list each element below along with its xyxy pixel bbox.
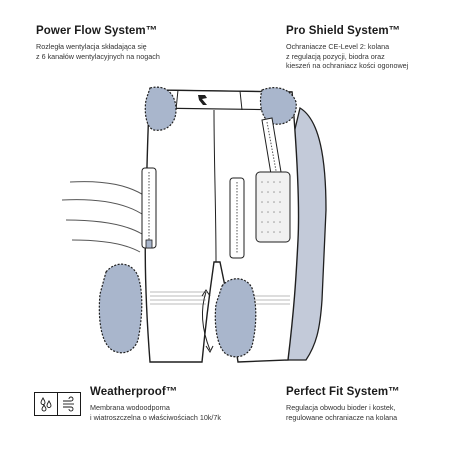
vent-zip-mid: [229, 177, 245, 259]
feature-weatherproof: Weatherproof™ Membrana wodoodporna i wia…: [90, 386, 270, 422]
knee-armor-left: [98, 263, 143, 354]
perforated-panel: [255, 171, 291, 243]
adjustment-arrow: [201, 289, 214, 353]
feature-description: Regulacja obwodu bioder i kostek, regulo…: [286, 403, 398, 422]
feature-description: Ochraniacze CE-Level 2: kolana z regulac…: [286, 42, 409, 71]
vent-zip-left: [141, 167, 157, 249]
feature-pro-shield: Pro Shield System™ Ochraniacze CE-Level …: [286, 25, 446, 71]
feature-description: Membrana wodoodporna i wiatroszczelna o …: [90, 403, 222, 422]
feature-perfect-fit: Perfect Fit System™ Regulacja obwodu bio…: [286, 386, 446, 422]
feature-title: Power Flow System™: [36, 25, 158, 37]
feature-power-flow: Power Flow System™ Rozległa wentylacja s…: [36, 25, 206, 61]
feature-title: Perfect Fit System™: [286, 386, 400, 398]
knee-armor-right: [214, 278, 257, 358]
waterproof-drops-icon: [34, 392, 58, 416]
feature-title: Weatherproof™: [90, 386, 178, 398]
knee-stretch-panel-left: [150, 291, 206, 305]
brand-logo-mark: [198, 95, 207, 105]
hip-armor-right: [259, 87, 297, 125]
weatherproof-icons: [34, 392, 81, 416]
windproof-wind-icon: [58, 392, 81, 416]
hip-armor-left: [144, 86, 177, 131]
airflow-lines-left: [61, 181, 149, 253]
feature-description: Rozległa wentylacja składająca się z 6 k…: [36, 42, 160, 61]
feature-title: Pro Shield System™: [286, 25, 401, 37]
